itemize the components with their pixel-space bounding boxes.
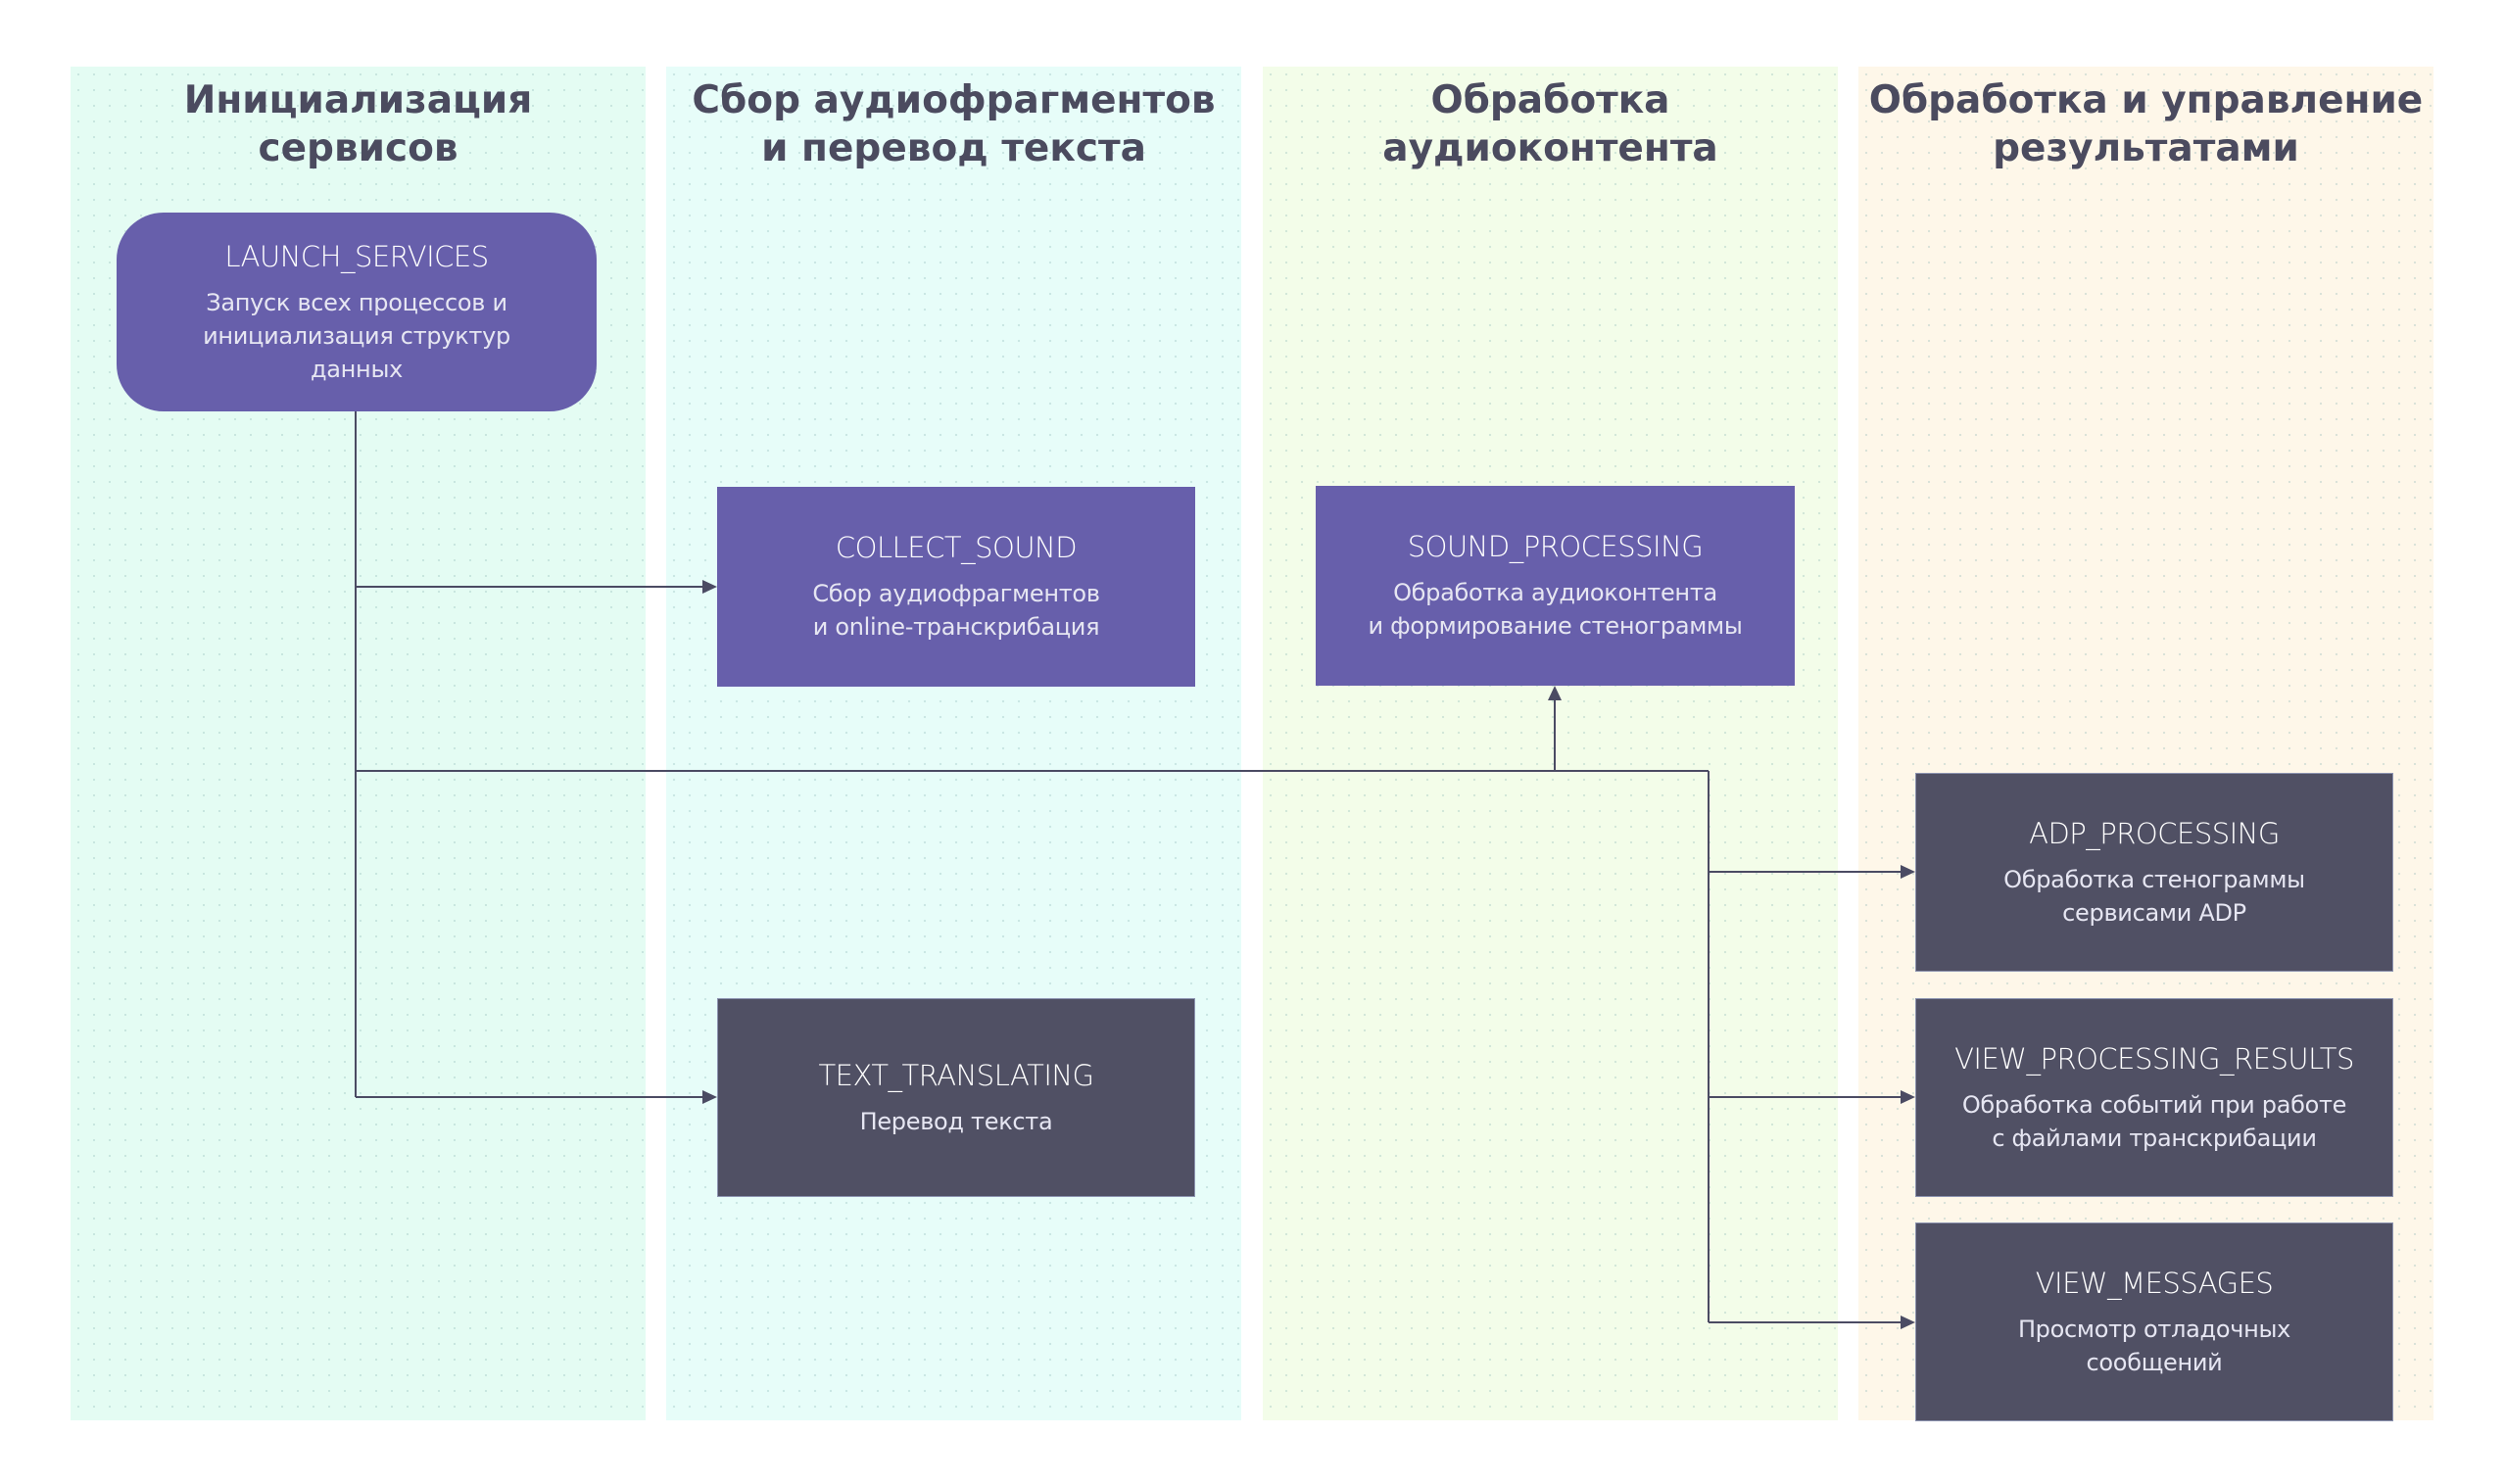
node-title: COLLECT_SOUND	[835, 531, 1078, 564]
node-adp-processing[interactable]: ADP_PROCESSING Обработка стенограммы сер…	[1915, 773, 2393, 972]
node-title: TEXT_TRANSLATING	[818, 1058, 1094, 1092]
node-description: Запуск всех процессов и инициализация ст…	[203, 288, 510, 383]
node-description: Сбор аудиофрагментов и online-транскриба…	[812, 580, 1100, 641]
node-sound-processing[interactable]: SOUND_PROCESSING Обработка аудиоконтента…	[1316, 486, 1795, 686]
node-title: VIEW_MESSAGES	[2035, 1266, 2274, 1300]
node-view-processing-results[interactable]: VIEW_PROCESSING_RESULTS Обработка событи…	[1915, 998, 2393, 1197]
node-description: Обработка аудиоконтента и формирование с…	[1368, 579, 1743, 640]
node-description: Обработка стенограммы сервисами ADP	[2003, 865, 2305, 927]
swimlane-audio-processing: Обработка аудиоконтента	[1263, 67, 1838, 1420]
lane-title: Инициализация сервисов	[183, 78, 533, 170]
swimlane-results-management: Обработка и управление результатами	[1858, 67, 2433, 1420]
node-title: LAUNCH_SERVICES	[224, 239, 489, 273]
node-collect-sound[interactable]: COLLECT_SOUND Сбор аудиофрагментов и onl…	[717, 487, 1195, 687]
node-description: Перевод текста	[859, 1107, 1053, 1135]
node-view-messages[interactable]: VIEW_MESSAGES Просмотр отладочных сообще…	[1915, 1222, 2393, 1421]
lane-title: Сбор аудиофрагментов и перевод текста	[692, 78, 1216, 170]
node-launch-services[interactable]: LAUNCH_SERVICES Запуск всех процессов и …	[117, 213, 597, 411]
node-description: Просмотр отладочных сообщений	[2017, 1315, 2291, 1376]
node-title: VIEW_PROCESSING_RESULTS	[1954, 1041, 2354, 1076]
lane-title: Обработка и управление результатами	[1868, 78, 2424, 170]
swimlane-collect-translate: Сбор аудиофрагментов и перевод текста	[666, 67, 1241, 1420]
node-description: Обработка событий при работе с файлами т…	[1961, 1090, 2347, 1152]
lane-title: Обработка аудиоконтента	[1382, 78, 1718, 170]
node-text-translating[interactable]: TEXT_TRANSLATING Перевод текста	[717, 998, 1195, 1197]
node-title: SOUND_PROCESSING	[1407, 530, 1704, 563]
node-title: ADP_PROCESSING	[2029, 816, 2280, 850]
